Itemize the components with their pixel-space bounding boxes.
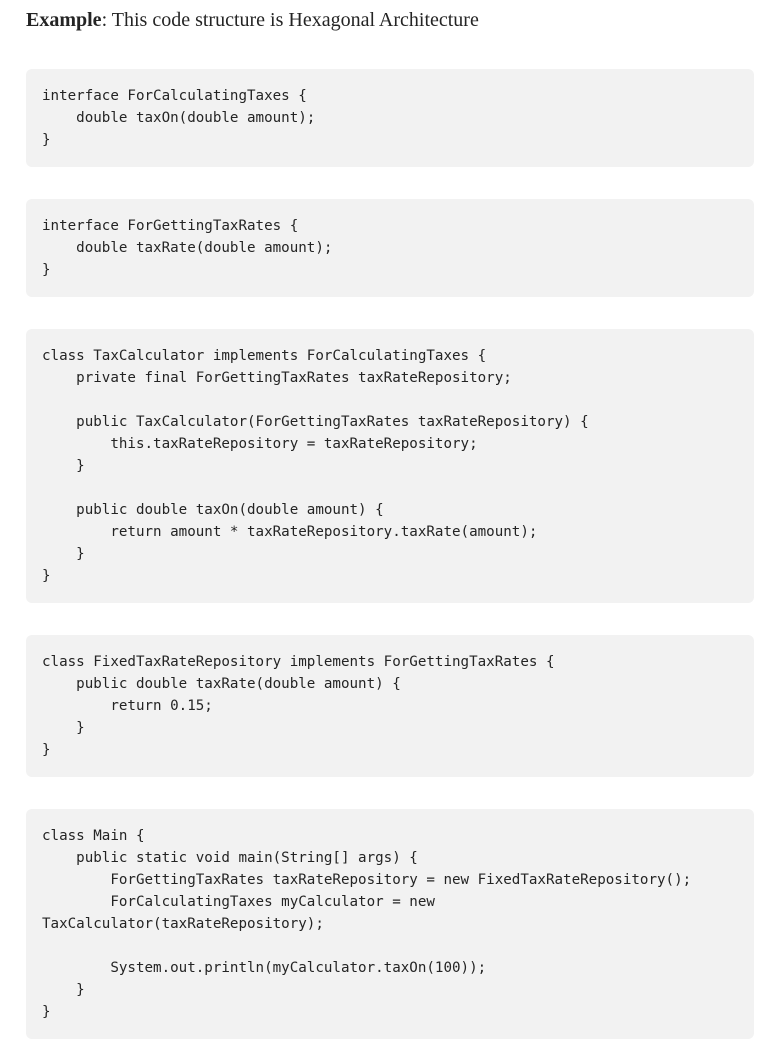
code-block-tax-calculator: class TaxCalculator implements ForCalcul…: [26, 329, 754, 603]
intro-label: Example: [26, 9, 102, 31]
code-block-for-getting-tax-rates: interface ForGettingTaxRates { double ta…: [26, 199, 754, 297]
intro-paragraph: Example: This code structure is Hexagona…: [26, 8, 479, 32]
code-text: class TaxCalculator implements ForCalcul…: [42, 348, 589, 584]
code-block-main: class Main { public static void main(Str…: [26, 809, 754, 1039]
code-text: interface ForGettingTaxRates { double ta…: [42, 218, 333, 278]
code-text: interface ForCalculatingTaxes { double t…: [42, 88, 316, 148]
code-block-fixed-tax-rate-repository: class FixedTaxRateRepository implements …: [26, 635, 754, 777]
code-block-for-calculating-taxes: interface ForCalculatingTaxes { double t…: [26, 69, 754, 167]
intro-text: : This code structure is Hexagonal Archi…: [101, 9, 479, 31]
code-text: class FixedTaxRateRepository implements …: [42, 654, 555, 758]
code-text: class Main { public static void main(Str…: [42, 828, 692, 1020]
